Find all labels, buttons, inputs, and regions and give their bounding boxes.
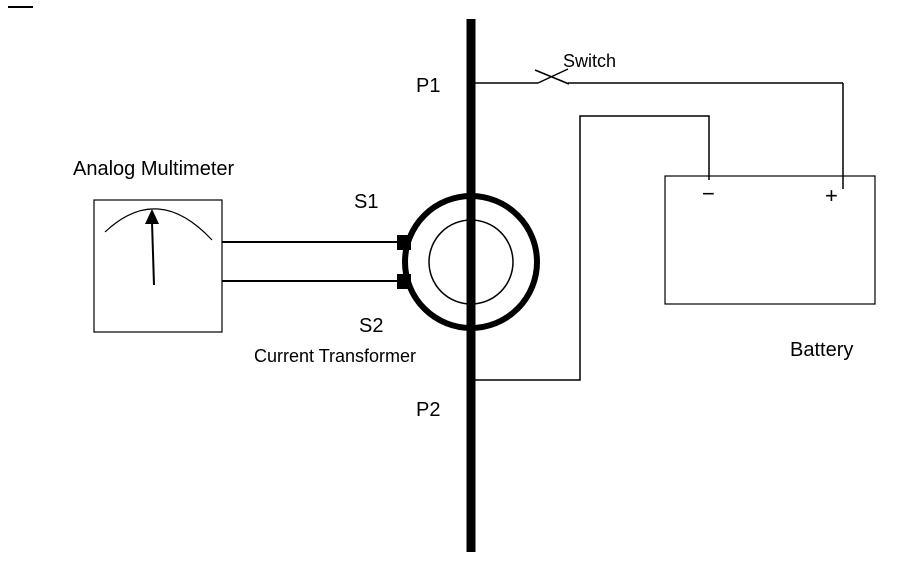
switch-blade-end: [534, 69, 570, 85]
ct-label: Current Transformer: [254, 346, 416, 366]
battery-body: [664, 175, 876, 305]
multimeter-needle: [151, 221, 155, 286]
s2-label: S2: [359, 315, 383, 337]
s1-label: S1: [354, 191, 378, 213]
switch-blade: [537, 68, 569, 84]
p1-label: P1: [416, 75, 440, 97]
switch: [475, 68, 844, 189]
battery-positive-terminal: +: [825, 183, 838, 208]
switch-label: Switch: [563, 51, 616, 71]
multimeter-scale-arc: [104, 208, 213, 241]
ct-terminal-s2: [397, 274, 411, 289]
p2-label: P2: [416, 399, 440, 421]
battery-label: Battery: [790, 339, 853, 361]
analog-multimeter: [93, 199, 223, 333]
wire-to-negative: [475, 115, 710, 381]
battery-negative-terminal: −: [702, 181, 715, 206]
multimeter-body: [93, 199, 223, 333]
multimeter-needle-tip: [145, 209, 159, 224]
ct-terminal-s1: [397, 235, 411, 250]
multimeter-label: Analog Multimeter: [73, 158, 235, 180]
